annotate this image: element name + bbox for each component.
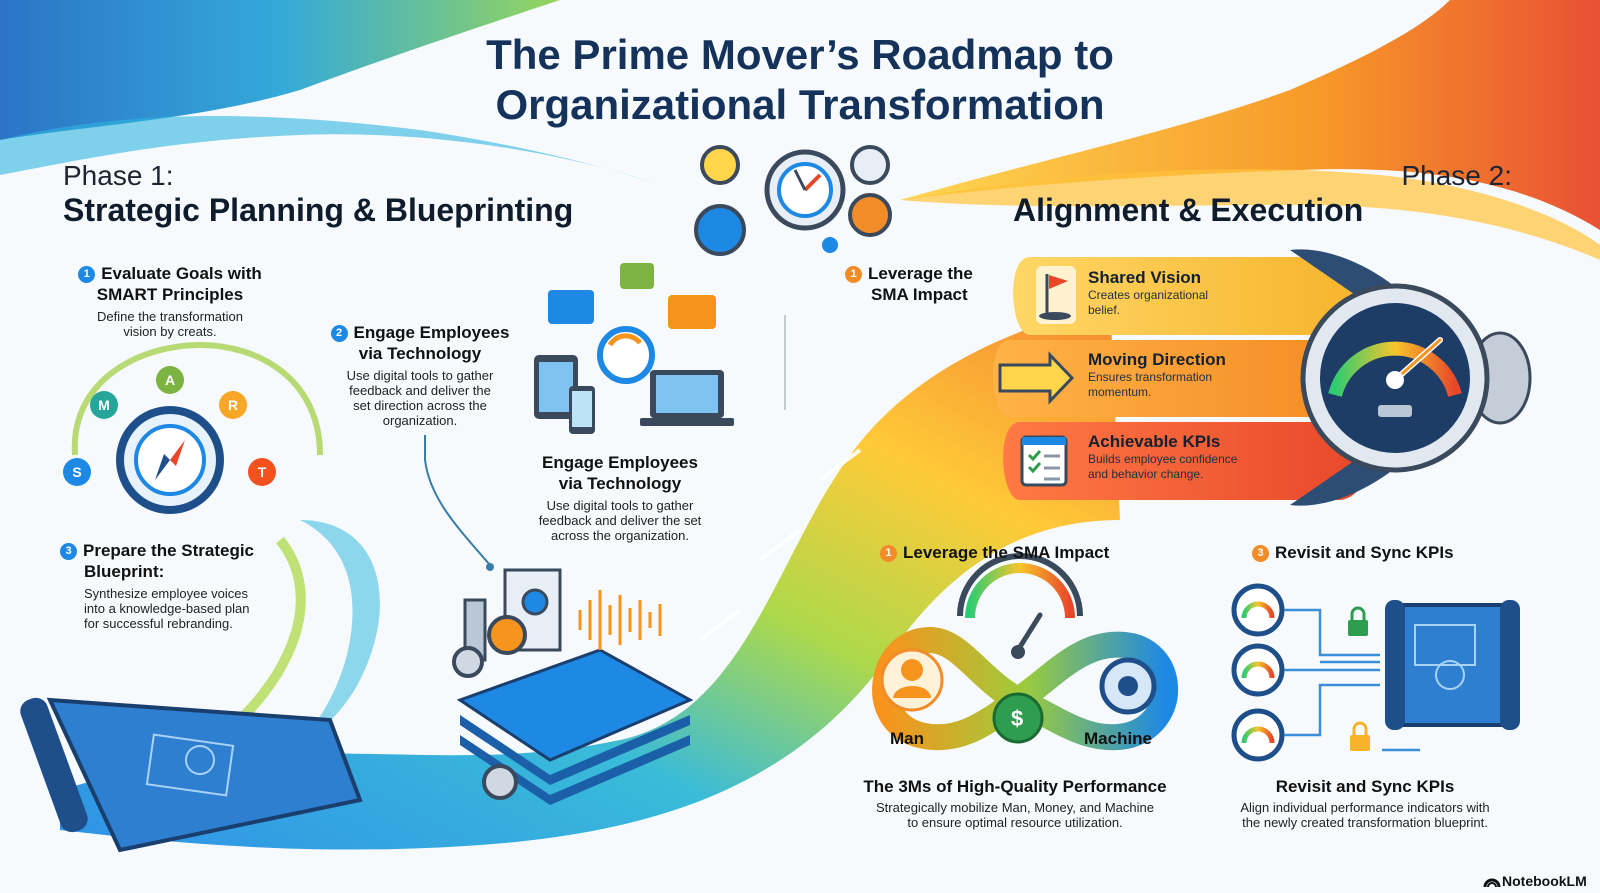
band-achievable-kpis: Achievable KPIs Builds employee confiden…: [1088, 432, 1237, 482]
sma-bottom-heading-text: Leverage the SMA Impact: [903, 543, 1110, 562]
blueprint-scroll-icon: [20, 697, 363, 853]
sma-top-number: 1: [845, 266, 862, 283]
step2-desc-1: Use digital tools to gather: [346, 368, 494, 383]
step3-block: 3 Prepare the Strategic Blueprint: Synthe…: [60, 540, 320, 631]
kpi-number: 3: [1252, 545, 1269, 562]
step1-number: 1: [78, 266, 96, 283]
step1-desc-2: vision by creats.: [123, 324, 217, 339]
step2-desc-4: organization.: [382, 413, 458, 428]
speedometer-rocket-icon: [1290, 249, 1532, 506]
sma-top-heading-1: Leverage the: [868, 264, 973, 283]
smart-letter-r: R: [227, 397, 239, 413]
step3-heading-1: Prepare the Strategic: [83, 541, 255, 560]
kpi-heading-text: Revisit and Sync KPIs: [1275, 543, 1454, 562]
kpi-desc-1: Align individual performance indicators …: [1240, 800, 1490, 815]
step2-number: 2: [330, 325, 348, 342]
notebooklm-logo: NotebookLM: [1502, 873, 1587, 889]
kpi-heading: 3 Revisit and Sync KPIs: [1252, 542, 1454, 563]
band-3-desc-1: Builds employee confidence: [1088, 452, 1238, 466]
smart-letter-m: M: [98, 397, 110, 413]
smart-letter-a: A: [164, 372, 176, 388]
step2b-desc-1: Use digital tools to gather: [546, 498, 694, 513]
band-moving-direction: Moving Direction Ensures transformation …: [1088, 350, 1226, 400]
label-machine: Machine: [1084, 729, 1153, 748]
smart-compass-icon: [63, 341, 323, 514]
kpi-sync-icon: [1231, 583, 1520, 762]
devices-feedback-icon: [534, 263, 734, 434]
gears-clock-icon: [694, 145, 892, 256]
step1-desc-1: Define the transformation: [97, 309, 243, 324]
band-shared-vision: Shared Vision Creates organizational bel…: [1088, 268, 1208, 318]
kpi-title: Revisit and Sync KPIs: [1275, 777, 1455, 796]
band-3-title: Achievable KPIs: [1088, 432, 1221, 451]
blueprint-stack-icon: [452, 568, 694, 805]
step2-block: 2 Engage Employees via Technology Use dig…: [310, 322, 530, 428]
band-2-desc-2: momentum.: [1088, 385, 1152, 399]
step3-desc-3: for successful rebranding.: [84, 616, 233, 631]
band-1-desc-2: belief.: [1088, 303, 1121, 317]
band-3-desc-2: and behavior change.: [1088, 467, 1204, 481]
three-m-loop-icon: [872, 553, 1178, 751]
kpi-block: Revisit and Sync KPIs Align individual p…: [1210, 776, 1520, 830]
step3-heading-2: Blueprint:: [84, 562, 165, 581]
sma-bottom-number: 1: [880, 545, 897, 562]
step1-heading-1: Evaluate Goals with: [101, 264, 262, 283]
title-line-1: The Prime Mover’s Roadmap to: [486, 31, 1114, 78]
three-m-desc-1: Strategically mobilize Man, Money, and M…: [876, 800, 1154, 815]
step2b-desc-2: feedback and deliver the set: [538, 513, 702, 528]
sma-top-heading-2: SMA Impact: [871, 285, 968, 304]
three-m-title: The 3Ms of High-Quality Performance: [863, 777, 1167, 796]
three-m-block: The 3Ms of High-Quality Performance Stra…: [830, 776, 1200, 830]
smart-letter-s: S: [72, 464, 82, 480]
step2b-heading-2: via Technology: [558, 474, 682, 493]
phase1-label: Phase 1:: [63, 160, 174, 191]
step3-desc-2: into a knowledge-based plan: [84, 601, 250, 616]
step2b-block: Engage Employees via Technology Use digi…: [510, 452, 730, 543]
money-symbol: $: [1011, 706, 1024, 731]
smart-letter-t: T: [257, 464, 267, 480]
phase2-name: Alignment & Execution: [1013, 192, 1364, 228]
step1-block: 1 Evaluate Goals with SMART Principles De…: [40, 263, 300, 339]
title-line-2: Organizational Transformation: [495, 81, 1105, 128]
band-1-title: Shared Vision: [1088, 268, 1202, 287]
band-1-desc-1: Creates organizational: [1088, 288, 1209, 302]
band-2-desc-1: Ensures transformation: [1088, 370, 1213, 384]
label-man: Man: [890, 729, 924, 748]
step3-number: 3: [60, 543, 77, 560]
notebooklm-logo-icon: [1483, 878, 1501, 888]
step1-heading-2: SMART Principles: [96, 285, 244, 304]
kpi-desc-2: the newly created transformation bluepri…: [1242, 815, 1488, 830]
step2b-desc-3: across the organization.: [550, 528, 690, 543]
bands-group: [993, 257, 1366, 500]
phase2-label: Phase 2:: [1401, 160, 1512, 191]
step2-desc-3: set direction across the: [353, 398, 487, 413]
step2b-heading-1: Engage Employees: [542, 453, 698, 472]
step3-desc-1: Synthesize employee voices: [84, 586, 249, 601]
step2-heading-2: via Technology: [358, 344, 482, 363]
step2-heading-1: Engage Employees: [353, 323, 510, 342]
three-m-desc-2: to ensure optimal resource utilization.: [907, 815, 1123, 830]
step2-desc-2: feedback and deliver the: [349, 383, 491, 398]
phase1-name: Strategic Planning & Blueprinting: [63, 192, 574, 228]
sma-bottom-heading: 1 Leverage the SMA Impact: [880, 542, 1109, 563]
sma-top-block: 1 Leverage the SMA Impact: [845, 263, 1005, 305]
band-2-title: Moving Direction: [1088, 350, 1226, 369]
